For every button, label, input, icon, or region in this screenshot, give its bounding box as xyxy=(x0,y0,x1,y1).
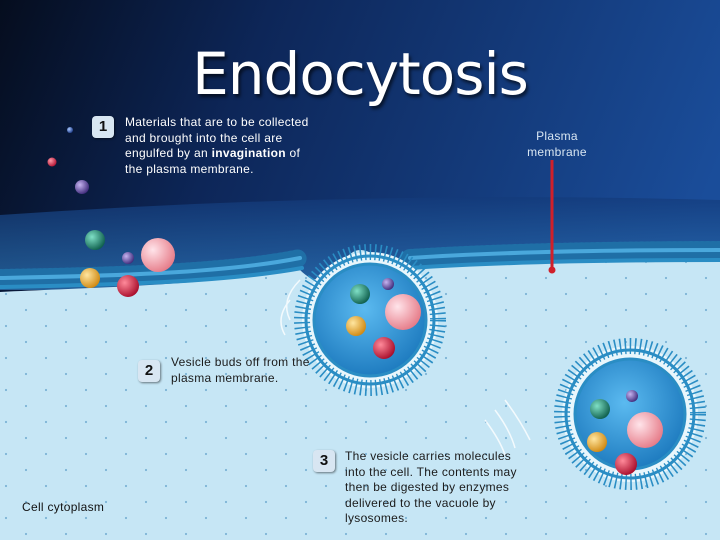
plasma-membrane-label: Plasma membrane xyxy=(527,129,587,159)
detached-vesicle xyxy=(554,338,706,490)
plasma-membrane xyxy=(0,241,720,289)
cell-cytoplasm-label: Cell cytoplasm xyxy=(22,500,105,514)
plasma-membrane-pointer xyxy=(548,160,556,274)
step-1-bold-term: invagination xyxy=(211,146,286,160)
page-title: Endocytosis xyxy=(192,40,529,108)
step-2-badge: 2 xyxy=(138,360,160,382)
step-3-badge: 3 xyxy=(313,450,335,472)
step-1-text: Materials that are to be collected and b… xyxy=(125,115,315,177)
invaginating-vesicle xyxy=(294,244,446,396)
step-1-text-part2: of the plasma membrane. xyxy=(125,146,301,176)
step-2-text: Vesicle buds off from the plasma membran… xyxy=(171,355,310,385)
step-3-text: The vesicle carries molecules into the c… xyxy=(345,449,517,525)
step-1-badge: 1 xyxy=(92,116,114,138)
extracellular-molecules xyxy=(47,127,175,297)
step-1-text-part1: Materials that are to be collected and b… xyxy=(125,115,309,160)
motion-arcs xyxy=(280,279,531,456)
